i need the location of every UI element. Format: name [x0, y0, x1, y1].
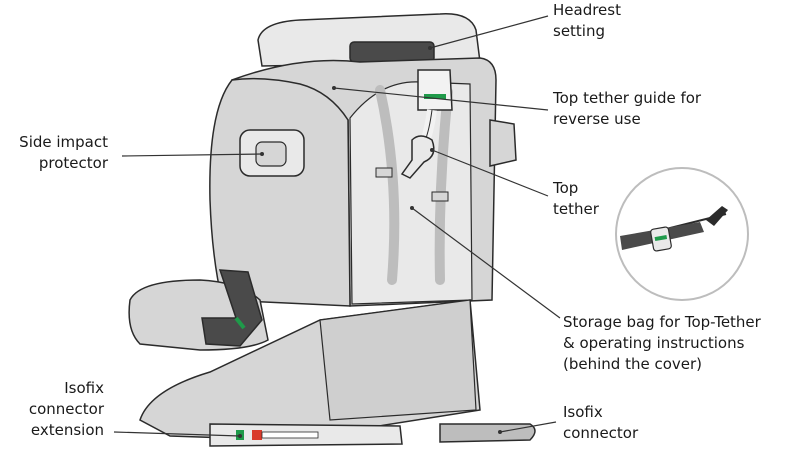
belt-guide-armrest	[201, 269, 263, 347]
label-side-impact-protector: Side impact protector	[0, 132, 108, 174]
leader-storage-bag-dot	[410, 206, 414, 210]
label-side-impact-line1: Side impact	[19, 133, 108, 151]
label-isofix-extension-line1: Isofix	[64, 379, 104, 397]
belt-left	[375, 85, 400, 285]
backrest-rear-panel	[489, 119, 517, 167]
top-tether-guide-indicator	[424, 94, 446, 99]
label-top-tether-guide-line2: reverse use	[553, 110, 641, 128]
label-top-tether-line1: Top	[553, 179, 579, 197]
leader-storage-bag	[411, 207, 561, 319]
label-storage-bag-line1: Storage bag for Top-Tether	[563, 313, 761, 331]
leader-side-impact	[121, 153, 263, 157]
inset-hook	[706, 206, 728, 226]
label-storage-bag-line2: & operating instructions	[563, 334, 745, 352]
label-isofix-connector-line2: connector	[563, 424, 639, 442]
label-top-tether-line2: tether	[553, 200, 599, 218]
leader-isofix-connector-dot	[498, 430, 502, 434]
leader-headrest-dot	[428, 46, 432, 50]
top-tether-hook	[400, 135, 435, 179]
leader-top-tether	[431, 149, 549, 197]
label-top-tether: Top tether	[553, 178, 599, 220]
label-top-tether-guide-line1: Top tether guide for	[553, 89, 702, 107]
seat-base-front	[319, 299, 477, 421]
label-isofix-connector: Isofix connector	[563, 402, 638, 444]
label-isofix-extension-line2: connector	[28, 400, 104, 418]
leader-headrest	[429, 15, 549, 49]
belt-right	[434, 87, 453, 285]
label-isofix-extension-line3: extension	[30, 421, 104, 439]
isofix-arm	[439, 423, 536, 443]
label-headrest-line1: Headrest	[553, 1, 621, 19]
label-headrest-setting: Headrest setting	[553, 0, 621, 42]
leader-top-tether-guide	[333, 87, 549, 111]
leader-top-tether-guide-dot	[332, 86, 336, 90]
leader-top-tether-dot	[430, 148, 434, 152]
belt-clip-right	[431, 191, 449, 202]
label-isofix-connector-line1: Isofix	[563, 403, 603, 421]
label-isofix-extension: Isofix connector extension	[0, 378, 104, 441]
leader-isofix-extension	[113, 431, 241, 437]
label-side-impact-line2: protector	[38, 154, 108, 172]
belt-clip-left	[375, 167, 393, 178]
leader-isofix-connector	[499, 421, 557, 433]
leader-isofix-extension-dot	[238, 434, 242, 438]
label-storage-bag-line3: (behind the cover)	[563, 355, 703, 373]
seat-back-cover	[349, 81, 473, 305]
label-storage-bag: Storage bag for Top-Tether & operating i…	[563, 312, 761, 375]
isofix-indicator-red	[252, 430, 262, 440]
isofix-indicator-white	[261, 431, 319, 439]
belt-guide-indicator	[234, 316, 246, 330]
top-tether-guide	[417, 69, 453, 111]
headrest-adjuster	[349, 41, 435, 63]
leader-side-impact-dot	[260, 152, 264, 156]
label-top-tether-guide: Top tether guide for reverse use	[553, 88, 701, 130]
inset-clip-indicator	[654, 235, 668, 242]
label-headrest-line2: setting	[553, 22, 606, 40]
